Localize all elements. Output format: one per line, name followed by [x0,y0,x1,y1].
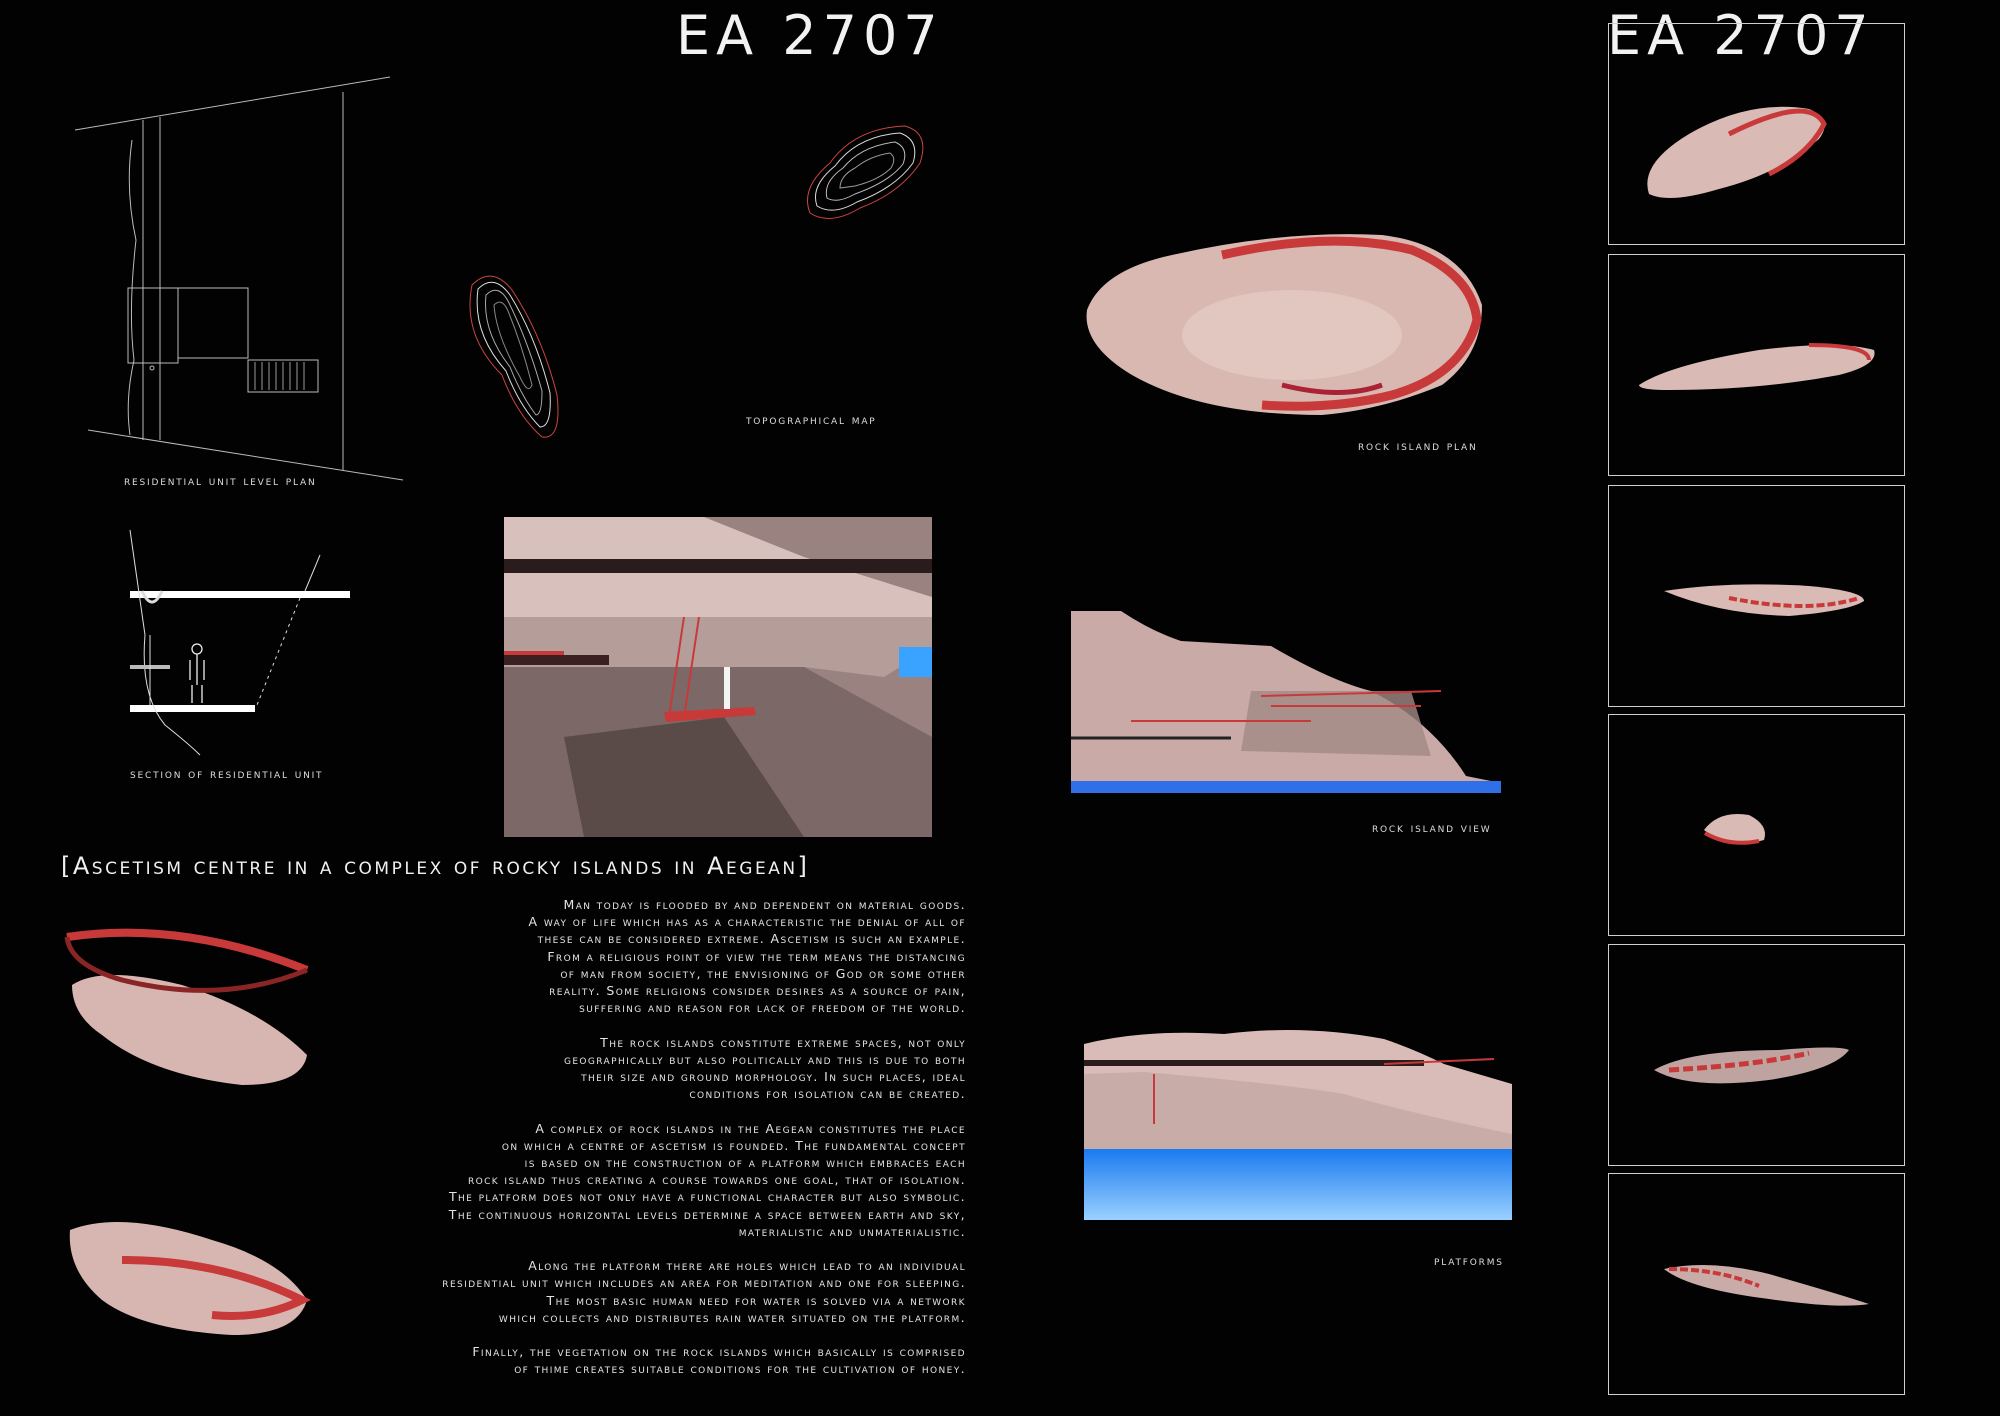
text-line: of man from society, the envisioning of … [560,965,966,981]
label-rock-island-plan: Rock island plan [1358,439,1478,454]
label-rock-island-view: Rock island view [1372,821,1492,836]
poster-subtitle: [Ascetism centre in a complex of rocky i… [61,852,810,880]
text-line: these can be considered extreme. Ascetis… [537,931,966,947]
text-line: their size and ground morphology. In suc… [581,1069,966,1085]
text-line: materialistic and unmaterialistic. [738,1223,966,1239]
text-line: From a religious point of view the term … [547,948,966,964]
description-text: Man today is flooded by and dependent on… [326,896,966,1395]
island-frame-4 [1608,714,1905,936]
island-frame-5 [1608,944,1905,1166]
paragraph-5: Finally, the vegetation on the rock isla… [326,1343,966,1377]
rock-island-plan-render [1086,234,1482,415]
text-line: rock island thus creating a course towar… [467,1172,966,1188]
poster-title: EA 2707 [676,4,944,67]
text-line: The rock islands constitute extreme spac… [600,1034,966,1050]
rock-island-view-render [1071,611,1501,793]
text-line: reality. Some religions consider desires… [549,983,966,999]
text-line: A complex of rock islands in the Aegean … [535,1120,966,1136]
topographical-map-b [469,275,559,438]
text-line: conditions for isolation can be created. [689,1086,966,1102]
side-title: EA 2707 [1607,4,1875,67]
island-render-left-b [69,1222,311,1335]
interior-render [504,517,932,837]
island-frame-1 [1608,23,1905,245]
human-figure-icon [724,667,730,709]
text-line: A way of life which has as a characteris… [528,914,966,930]
paragraph-4: Along the platform there are holes which… [326,1257,966,1326]
paragraph-2: The rock islands constitute extreme spac… [326,1034,966,1103]
text-line: Finally, the vegetation on the rock isla… [472,1344,966,1360]
text-line: geographically but also politically and … [563,1051,966,1067]
text-line: The platform does not only have a functi… [448,1189,966,1205]
text-line: The most basic human need for water is s… [546,1292,966,1308]
text-line: suffering and reason for lack of freedom… [579,1000,966,1016]
label-section: Section of residential unit [130,767,324,782]
island-frame-2 [1608,254,1905,476]
paragraph-1: Man today is flooded by and dependent on… [326,896,966,1016]
text-line: Along the platform there are holes which… [528,1258,966,1274]
label-topographical-map: Topographical map [746,413,877,428]
text-line: is based on the construction of a platfo… [524,1155,966,1171]
island-frame-3 [1608,485,1905,707]
section-drawing [129,529,350,756]
paragraph-3: A complex of rock islands in the Aegean … [326,1120,966,1240]
text-line: on which a centre of ascetism is founded… [501,1137,966,1153]
human-figure-icon [189,643,205,703]
label-platforms: Platforms [1434,1254,1504,1269]
island-frame-6 [1608,1173,1905,1395]
topographical-map-a [807,125,924,219]
text-line: of thime creates suitable conditions for… [514,1361,966,1377]
text-line: residential unit which includes an area … [442,1275,966,1291]
island-render-left-a [64,928,309,1085]
text-line: Man today is flooded by and dependent on… [563,897,966,912]
residential-plan-drawing [74,76,404,481]
label-residential-plan: Residential unit level plan [124,474,317,489]
text-line: The continuous horizontal levels determi… [448,1206,966,1222]
platforms-render [1084,1030,1512,1220]
text-line: which collects and distributes rain wate… [498,1309,966,1325]
